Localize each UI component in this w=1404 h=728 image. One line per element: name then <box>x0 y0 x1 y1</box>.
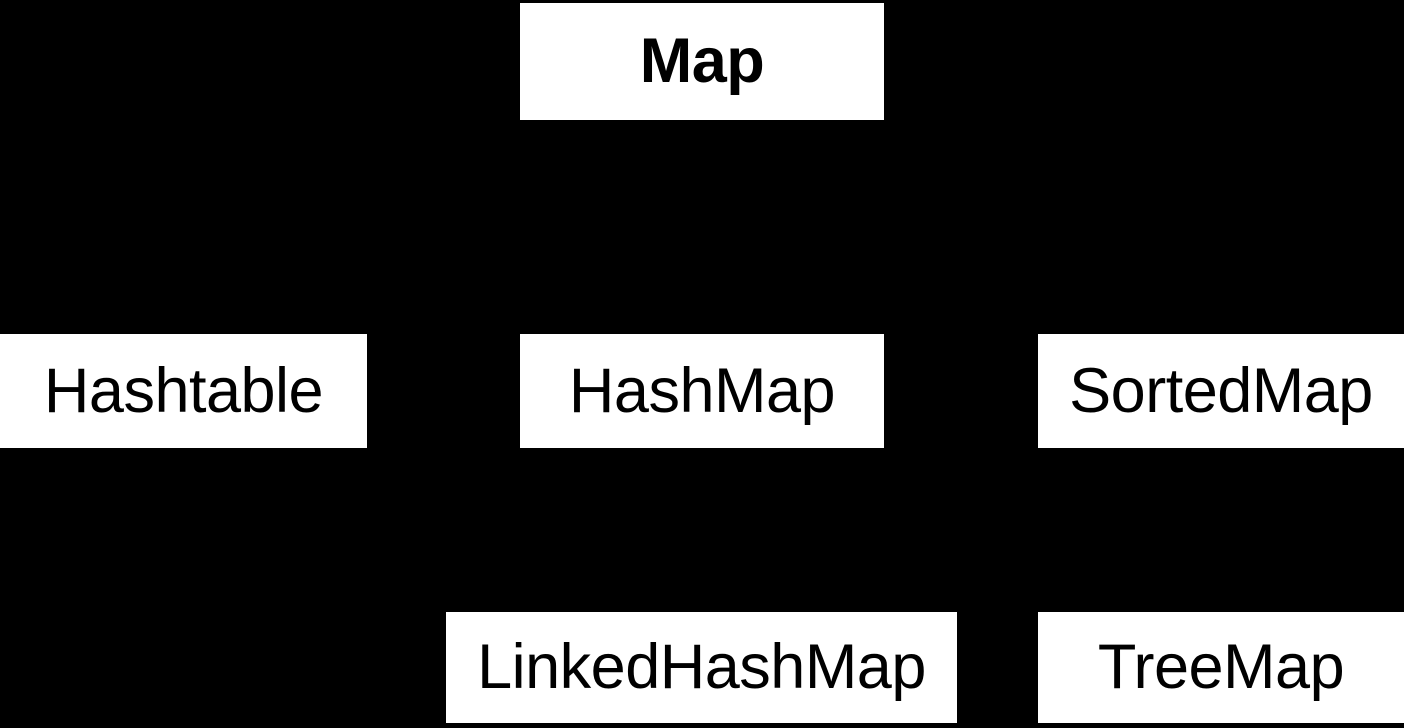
edge-map-to-sortedmap <box>700 120 1223 334</box>
node-sortedmap-label: SortedMap <box>1069 355 1373 426</box>
node-map[interactable]: Map <box>520 3 884 120</box>
node-linkedhashmap-label: LinkedHashMap <box>477 632 926 702</box>
edge-hashmap-to-linkedhashmap <box>700 448 704 612</box>
node-treemap[interactable]: TreeMap <box>1038 612 1404 723</box>
node-treemap-label: TreeMap <box>1097 632 1345 702</box>
node-hashmap-label: HashMap <box>568 355 836 426</box>
node-hashtable-label: Hashtable <box>43 355 324 426</box>
node-linkedhashmap[interactable]: LinkedHashMap <box>446 612 957 723</box>
node-sortedmap[interactable]: SortedMap <box>1038 334 1404 448</box>
node-hashmap[interactable]: HashMap <box>520 334 884 448</box>
node-hashtable[interactable]: Hashtable <box>0 334 367 448</box>
edge-map-to-hashtable <box>182 120 704 334</box>
node-map-label: Map <box>639 26 765 96</box>
